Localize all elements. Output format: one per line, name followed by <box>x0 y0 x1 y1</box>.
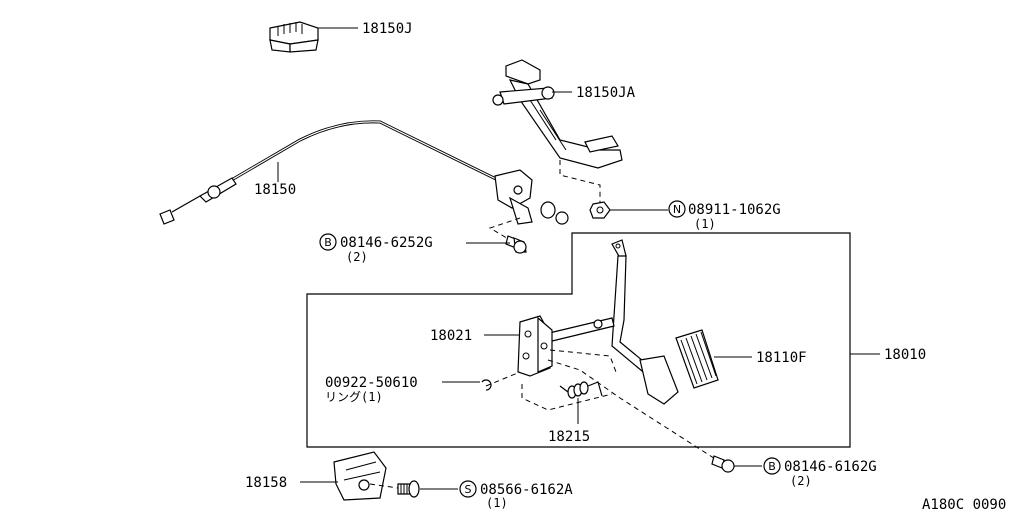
label-18158: 18158 <box>245 475 287 491</box>
pedal-pad-18110f <box>675 329 719 389</box>
pedal-arm <box>544 239 679 405</box>
nut-08911 <box>589 201 611 219</box>
symbol-b-circle-1 <box>319 233 337 251</box>
label-08911: 08911-1062G <box>688 202 781 218</box>
spring-18215 <box>559 381 603 399</box>
label-08566: 08566-6162A <box>480 482 573 498</box>
label-18021: 18021 <box>430 328 472 344</box>
bolt-08146-6162g <box>711 455 735 473</box>
qty-08146-6162g: (2) <box>790 474 812 488</box>
symbol-b-2: B <box>768 460 776 473</box>
dashed-link-ring <box>485 371 521 387</box>
bracket-18150j <box>269 21 319 53</box>
bracket-18150ja <box>492 59 623 169</box>
qty-08566: (1) <box>486 496 508 510</box>
dashed-link-spring <box>521 384 613 411</box>
symbol-s: S <box>465 483 472 496</box>
symbol-s-circle <box>459 480 477 498</box>
bracket-18158 <box>333 451 387 501</box>
symbol-b-1: B <box>324 236 332 249</box>
label-18150: 18150 <box>254 182 296 198</box>
assembly-box-18010 <box>306 232 851 448</box>
label-00922: 00922-50610 <box>325 375 418 391</box>
label-18150ja: 18150JA <box>576 85 636 101</box>
screw-08566 <box>397 480 420 498</box>
dashed-link-bolt-6252 <box>488 217 521 241</box>
symbol-n-circle <box>668 200 686 218</box>
symbol-b-circle-2 <box>763 457 781 475</box>
ring-00922 <box>481 379 492 391</box>
qty-08146-6252g: (2) <box>346 250 368 264</box>
bolt-08146-6252g <box>505 235 527 254</box>
note-00922: リング(1) <box>325 390 383 404</box>
label-08146-6162g: 08146-6162G <box>784 459 877 475</box>
label-18010: 18010 <box>884 347 926 363</box>
cable-18150 <box>159 120 569 225</box>
diagram-code: A180C 0090 <box>922 497 1006 512</box>
label-18150j: 18150J <box>362 21 413 37</box>
dashed-link-18150ja <box>559 160 601 205</box>
bracket-18021 <box>517 315 553 377</box>
label-18110f: 18110F <box>756 350 807 366</box>
symbol-n: N <box>673 203 681 216</box>
dashed-link-bracket <box>547 349 721 463</box>
label-18215: 18215 <box>548 429 590 445</box>
qty-08911: (1) <box>694 217 716 231</box>
label-08146-6252g: 08146-6252G <box>340 235 433 251</box>
dashed-link-18158 <box>369 483 399 489</box>
